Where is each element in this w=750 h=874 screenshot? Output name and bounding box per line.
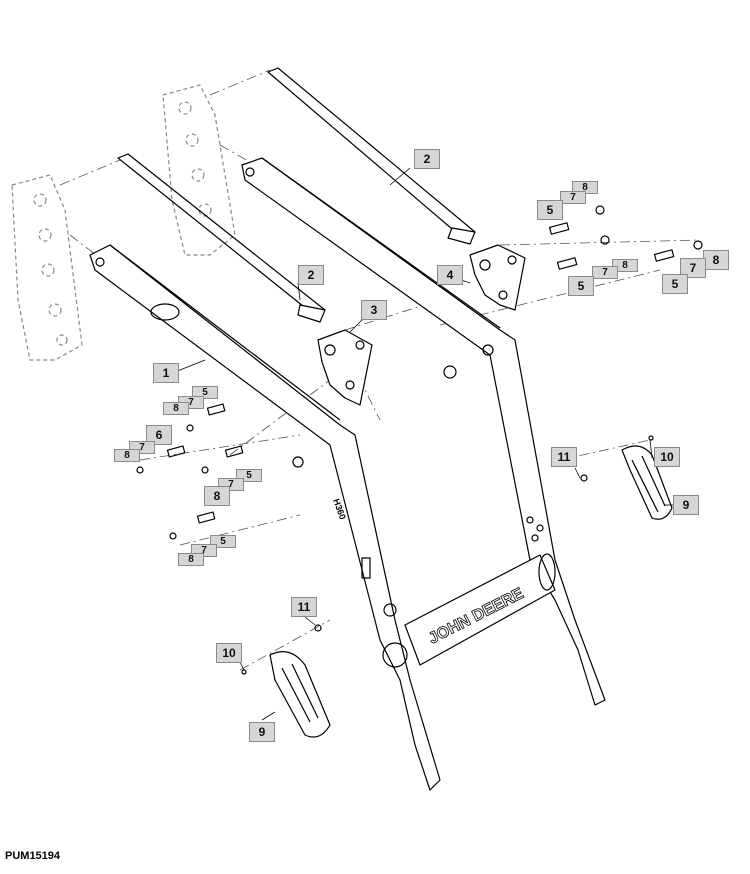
callout-5-rt-b: 5 [568,276,594,296]
callout-8-lf-b: 8 [114,449,140,462]
right-step-pad [621,445,673,520]
callout-4: 4 [437,265,463,285]
callout-7-rt-b: 7 [592,266,618,279]
callout-8-lf-c: 8 [204,486,230,506]
callout-6: 6 [146,425,172,445]
crossbar-tube [404,553,556,666]
callout-1: 1 [153,363,179,383]
callout-9-right: 9 [673,495,699,515]
callout-2-left-cylinder: 2 [298,265,324,285]
callout-8-lf-a: 8 [163,402,189,415]
callout-8-rt-b: 8 [612,259,638,272]
left-loader-arm [89,244,441,791]
callout-5-lf-a: 5 [192,386,218,399]
pins-and-retainers [136,205,703,675]
callout-10-right: 10 [654,447,680,467]
right-lift-cylinder [267,67,476,245]
left-mast-bracket [317,329,373,406]
callout-10-left: 10 [216,643,242,663]
right-mounting-bracket [162,84,236,256]
callout-8-lf-d: 8 [178,553,204,566]
right-loader-arm [241,157,606,706]
callout-9-left: 9 [249,722,275,742]
callout-5-rt-c: 5 [662,274,688,294]
callout-11-left: 11 [291,597,317,617]
right-mast-bracket [469,244,526,311]
callout-2-right-cylinder: 2 [414,149,440,169]
figure-id-label: PUM15194 [5,850,61,862]
callout-5-rt-a: 5 [537,200,563,220]
callout-7-rt-a: 7 [560,191,586,204]
callout-3: 3 [361,300,387,320]
callout-8-rt-c: 8 [703,250,729,270]
left-mounting-bracket [11,174,83,361]
callout-11-right: 11 [551,447,577,467]
left-lift-cylinder [117,153,326,323]
callout-7-rt-c: 7 [680,258,706,278]
left-step-pad [269,651,331,738]
